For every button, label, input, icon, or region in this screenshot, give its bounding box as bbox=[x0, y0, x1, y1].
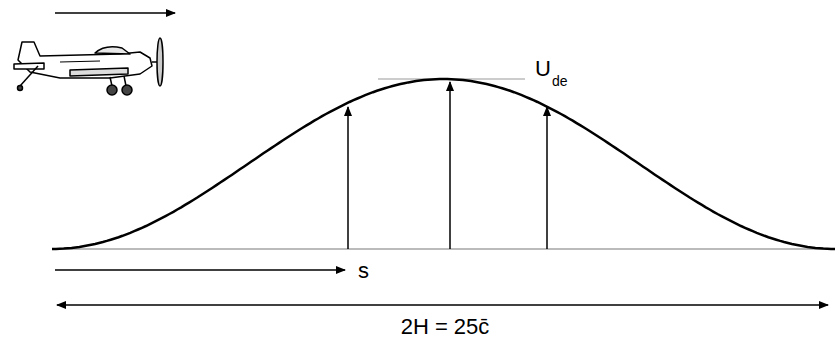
gust-velocity-subscript: de bbox=[552, 74, 568, 88]
gust-curve bbox=[52, 79, 835, 249]
dimension-arrow bbox=[57, 304, 828, 306]
airplane-icon bbox=[14, 38, 163, 95]
gust-arrow bbox=[347, 107, 349, 249]
distance-arrow bbox=[55, 269, 345, 271]
gust-velocity-symbol: U bbox=[535, 58, 551, 80]
baseline bbox=[52, 248, 835, 250]
gust-arrow bbox=[546, 107, 548, 249]
flight-direction-arrow bbox=[55, 12, 175, 14]
distance-symbol: s bbox=[358, 260, 369, 282]
gust-length-dimension: 2H = 25c̄ bbox=[401, 316, 490, 338]
gust-arrow bbox=[449, 82, 451, 249]
